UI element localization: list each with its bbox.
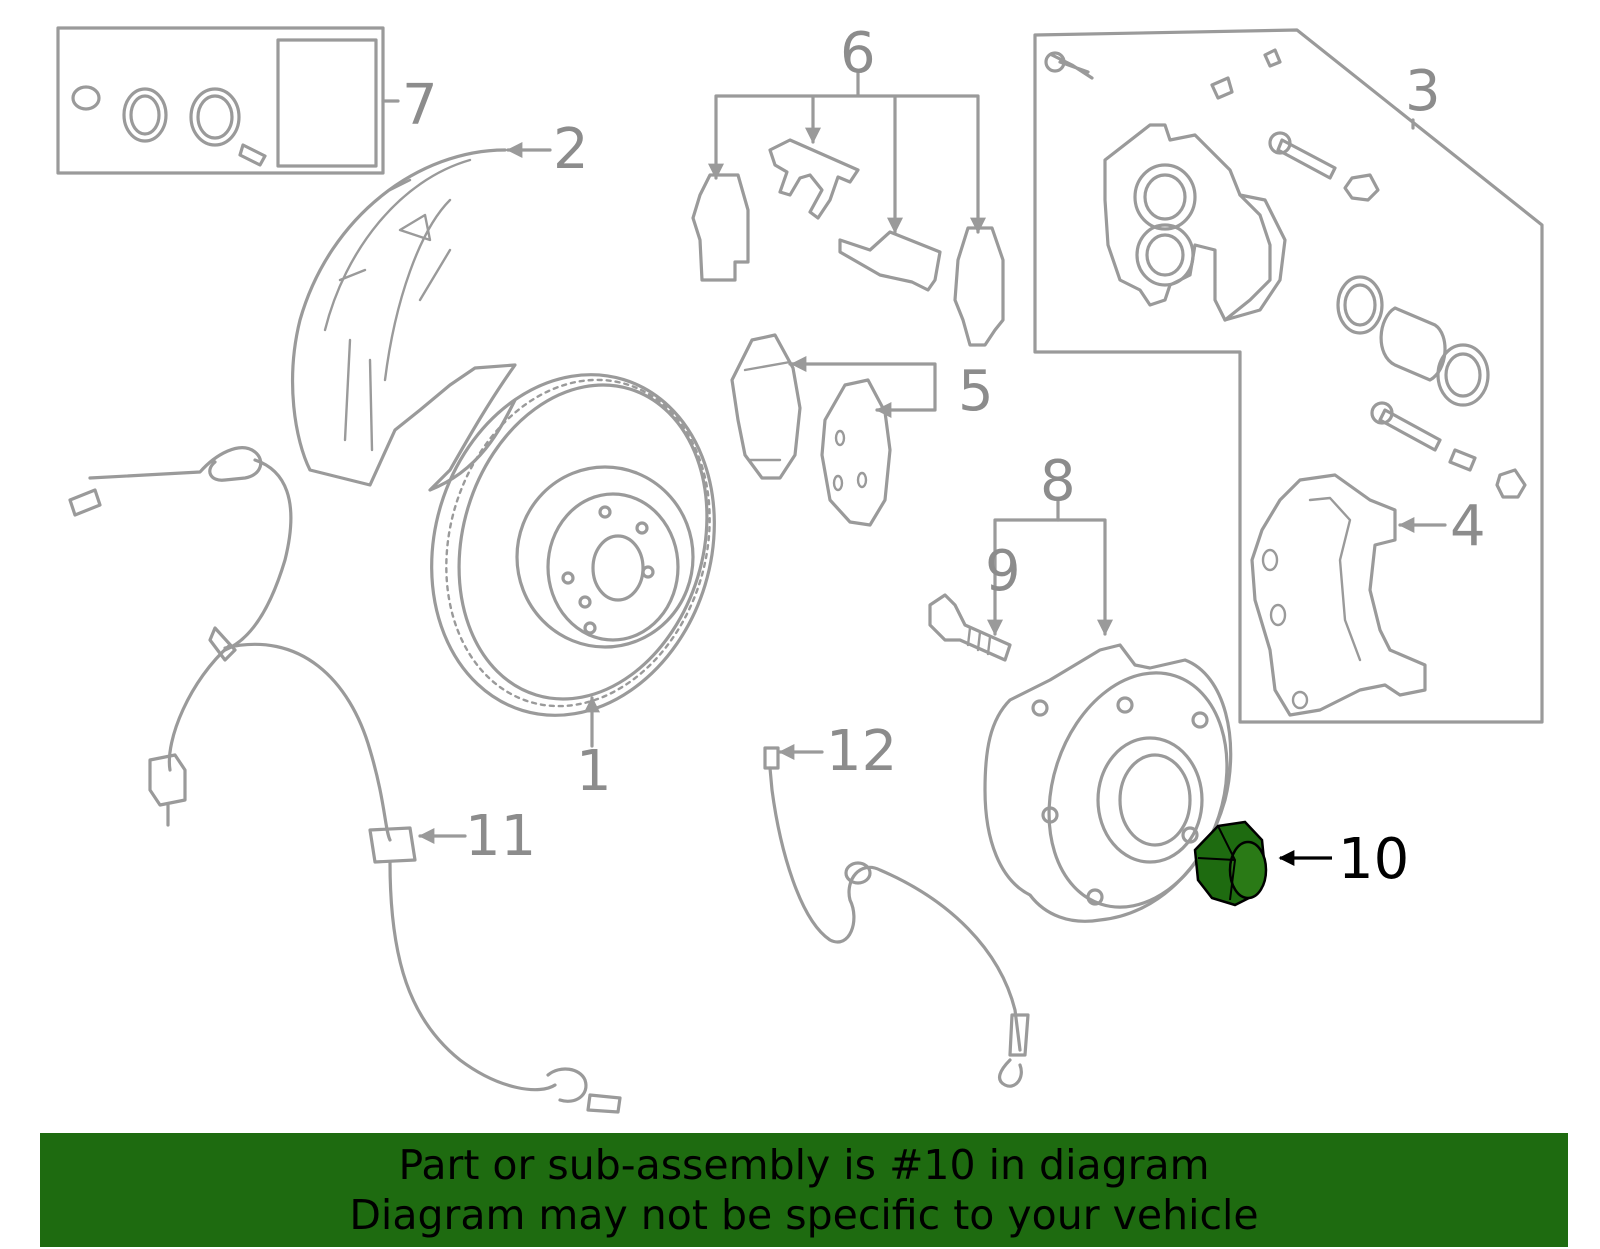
callout-5: 5	[958, 359, 994, 424]
part-5-brake-pads	[730, 333, 937, 527]
callout-12: 12	[826, 719, 897, 784]
part-1-brake-rotor	[430, 373, 716, 748]
part-9-wheel-stud	[928, 593, 1012, 662]
part-12-brake-hose	[763, 744, 1030, 1088]
part-6-hardware-kit	[691, 70, 1005, 347]
callout-11: 11	[465, 804, 536, 869]
part-7-repair-kit	[56, 26, 400, 175]
part-8-hub-assembly	[983, 498, 1233, 923]
part-2-dust-shield	[291, 142, 552, 492]
callout-8: 8	[1040, 449, 1076, 514]
callout-3: 3	[1405, 59, 1441, 124]
banner-line-disclaimer: Diagram may not be specific to your vehi…	[349, 1191, 1259, 1239]
part-11-abs-sensor	[68, 446, 622, 1114]
callout-4: 4	[1450, 494, 1486, 559]
callout-1: 1	[576, 739, 612, 804]
callout-7: 7	[402, 73, 438, 138]
callout-10: 10	[1338, 827, 1409, 892]
info-banner: Part or sub-assembly is #10 in diagram D…	[40, 1133, 1568, 1247]
callout-2: 2	[553, 117, 589, 182]
part-4-caliper-bracket	[1250, 473, 1447, 717]
callout-6: 6	[840, 21, 876, 86]
banner-line-part-number: Part or sub-assembly is #10 in diagram	[398, 1141, 1210, 1189]
part-10-hub-nut	[1193, 820, 1332, 907]
callout-9: 9	[985, 539, 1021, 604]
part-3-caliper-assembly	[1033, 28, 1544, 724]
